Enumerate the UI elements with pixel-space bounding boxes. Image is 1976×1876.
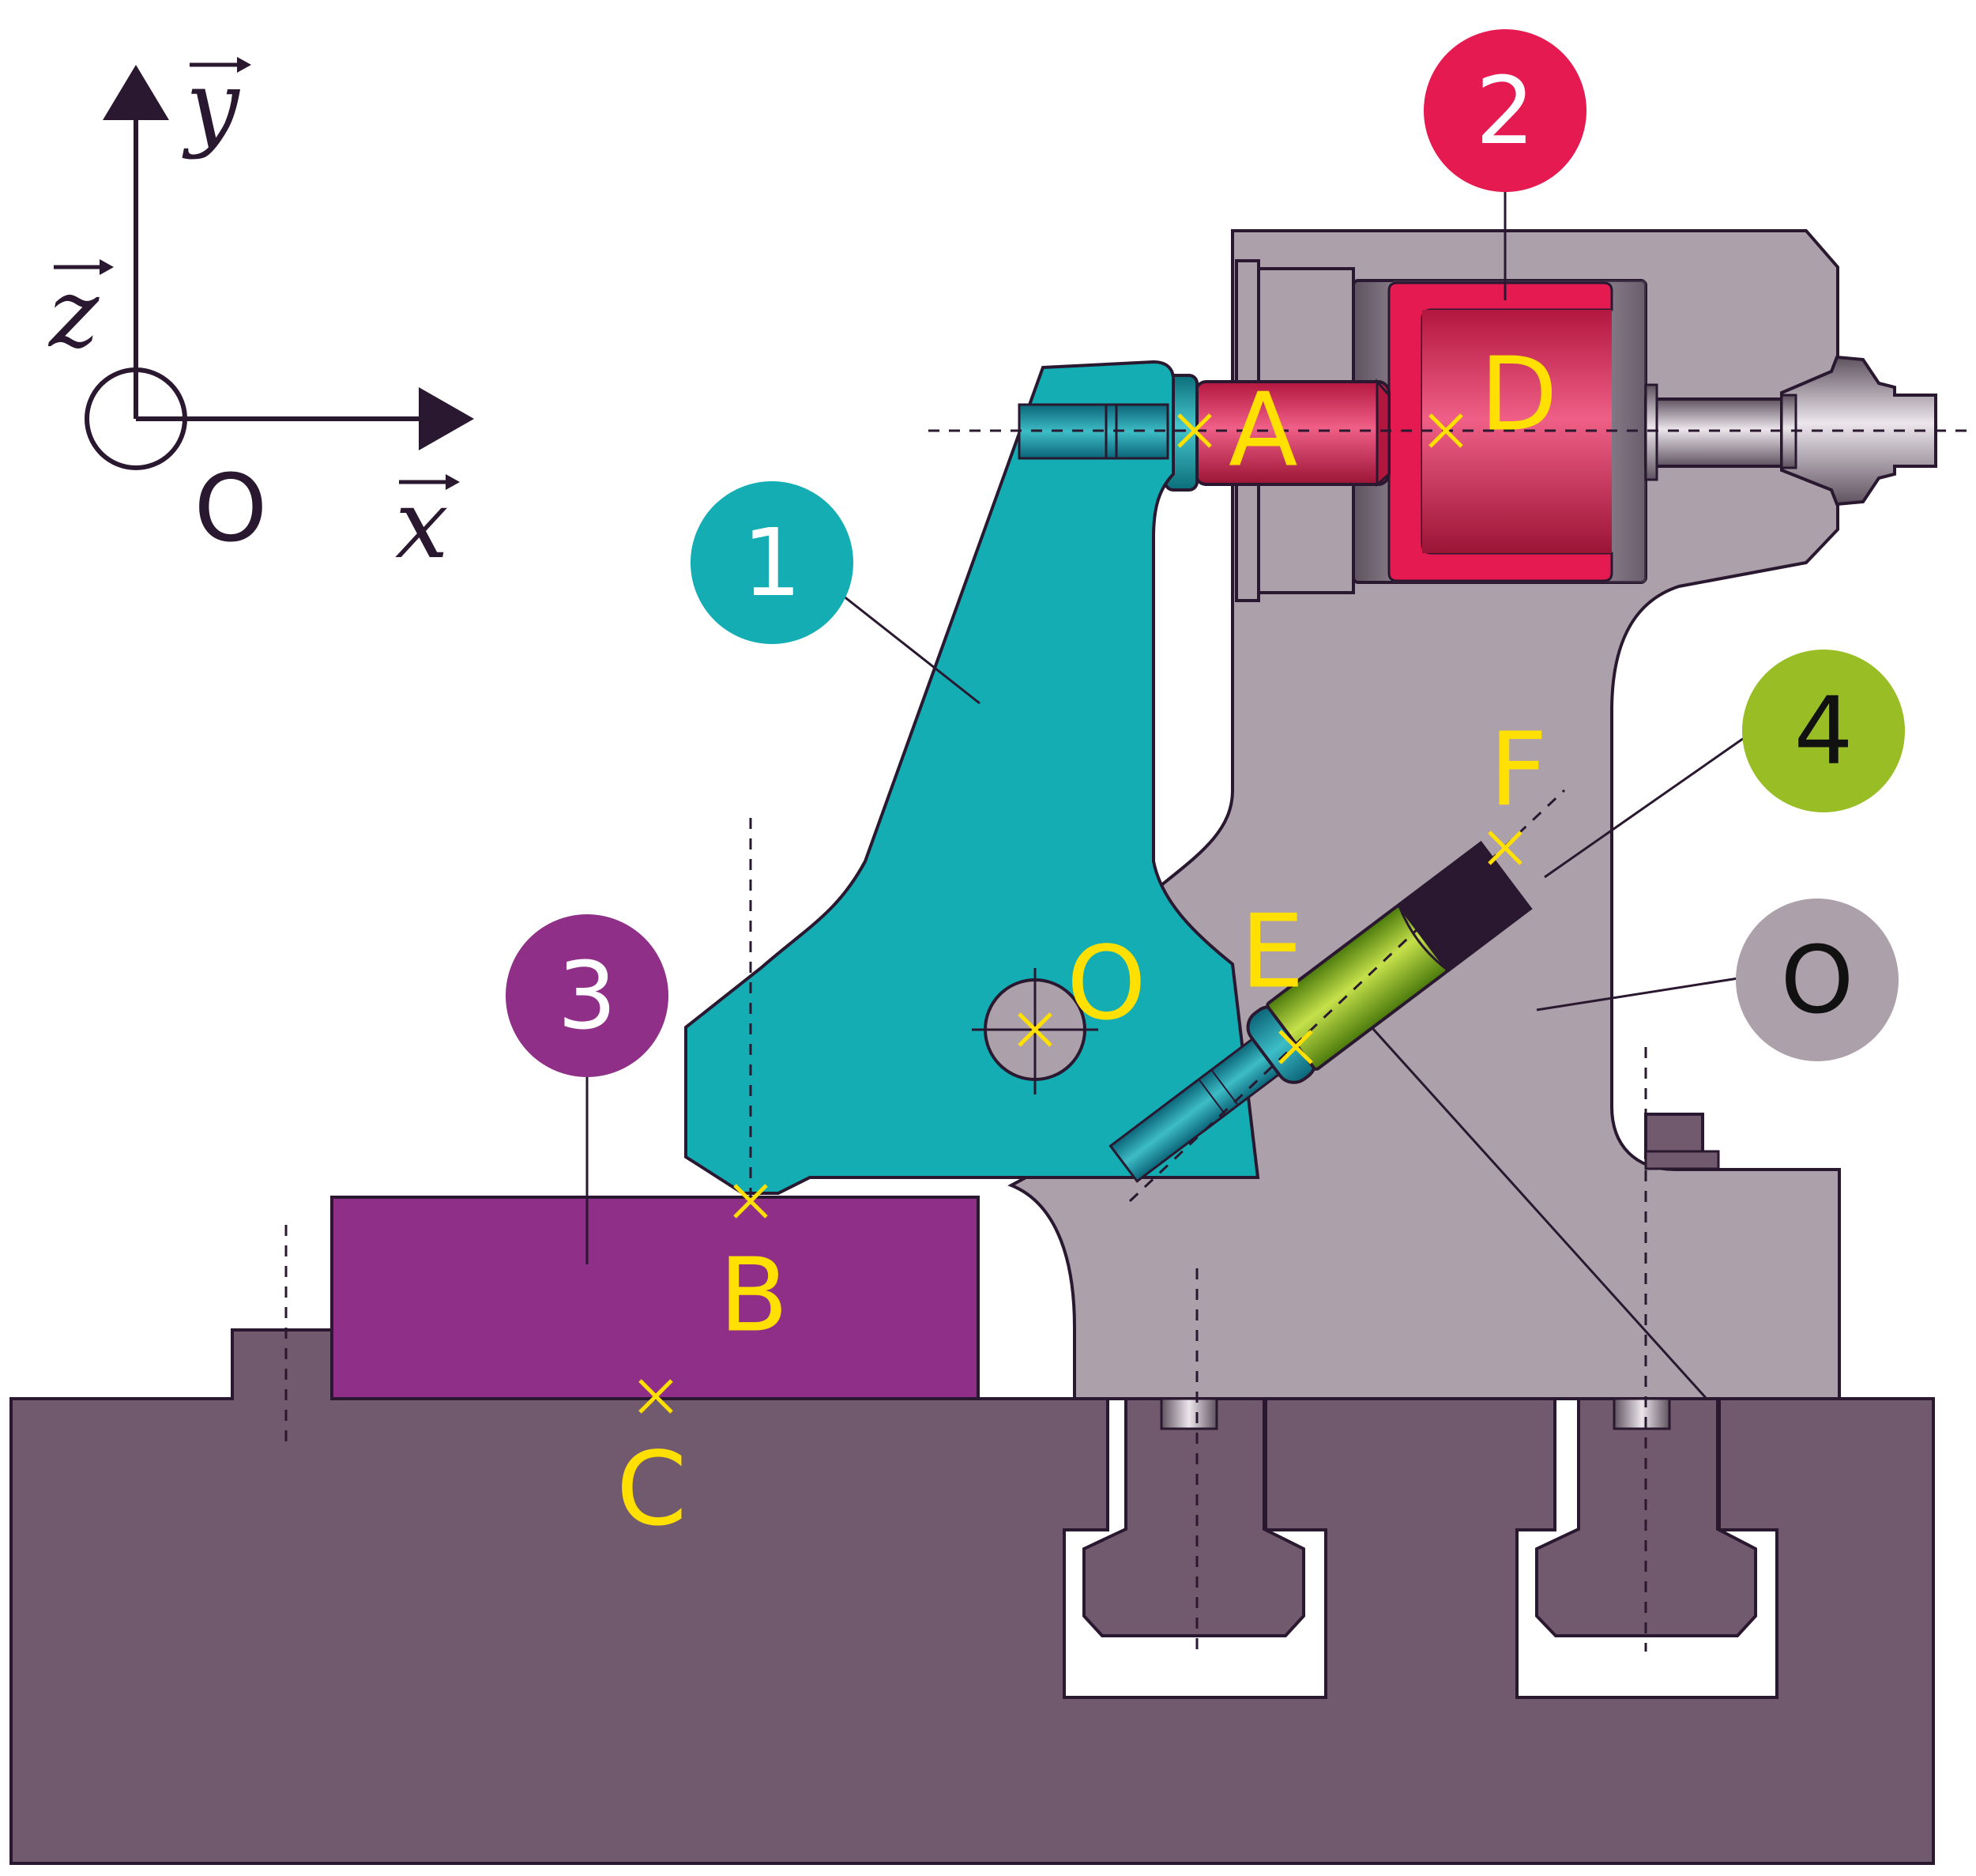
z-axis-label: z bbox=[47, 259, 100, 369]
bubble-part-4: 4 bbox=[1742, 650, 1905, 812]
svg-text:O: O bbox=[1781, 925, 1854, 1034]
marker-f bbox=[1488, 831, 1522, 865]
origin-label: O bbox=[194, 454, 268, 563]
t-nut-left bbox=[1082, 1397, 1305, 1637]
point-label-c: C bbox=[616, 1431, 687, 1549]
x-axis-label: x bbox=[395, 470, 449, 580]
foot-bolt-right bbox=[1613, 1397, 1671, 1430]
leader-lines bbox=[585, 190, 1747, 1264]
marker-a bbox=[1177, 413, 1212, 448]
bubble-part-0: O bbox=[1736, 898, 1899, 1061]
part-2-piston bbox=[1164, 279, 1937, 584]
point-label-b: B bbox=[719, 1237, 789, 1355]
marker-d bbox=[1428, 413, 1463, 448]
svg-text:3: 3 bbox=[557, 941, 616, 1050]
bubble-part-1: 1 bbox=[691, 481, 853, 644]
bubble-part-3: 3 bbox=[506, 914, 668, 1077]
marker-e bbox=[1278, 1030, 1313, 1064]
point-label-e: E bbox=[1240, 894, 1304, 1011]
point-label-o: O bbox=[1067, 925, 1146, 1043]
dashed-axes bbox=[284, 429, 1976, 1652]
x-axis-arrowhead bbox=[419, 387, 474, 450]
marker-o bbox=[1018, 1012, 1052, 1047]
t-nut-right bbox=[1535, 1397, 1757, 1637]
coordinate-axes bbox=[85, 111, 427, 470]
point-label-a: A bbox=[1229, 372, 1298, 490]
point-label-f: F bbox=[1489, 712, 1548, 830]
svg-text:1: 1 bbox=[742, 508, 801, 617]
svg-text:4: 4 bbox=[1793, 676, 1853, 785]
part-3-workpiece bbox=[330, 1196, 980, 1400]
svg-text:2: 2 bbox=[1475, 56, 1534, 165]
marker-b bbox=[733, 1184, 768, 1219]
point-markers bbox=[638, 413, 1522, 1414]
marker-c bbox=[638, 1379, 673, 1414]
point-label-d: D bbox=[1480, 337, 1558, 454]
y-axis-arrowhead bbox=[103, 65, 169, 120]
vector-arrows bbox=[54, 57, 460, 490]
y-axis-label: y bbox=[182, 51, 241, 161]
foot-bolt-left bbox=[1160, 1397, 1218, 1430]
bubble-part-2: 2 bbox=[1424, 29, 1586, 192]
